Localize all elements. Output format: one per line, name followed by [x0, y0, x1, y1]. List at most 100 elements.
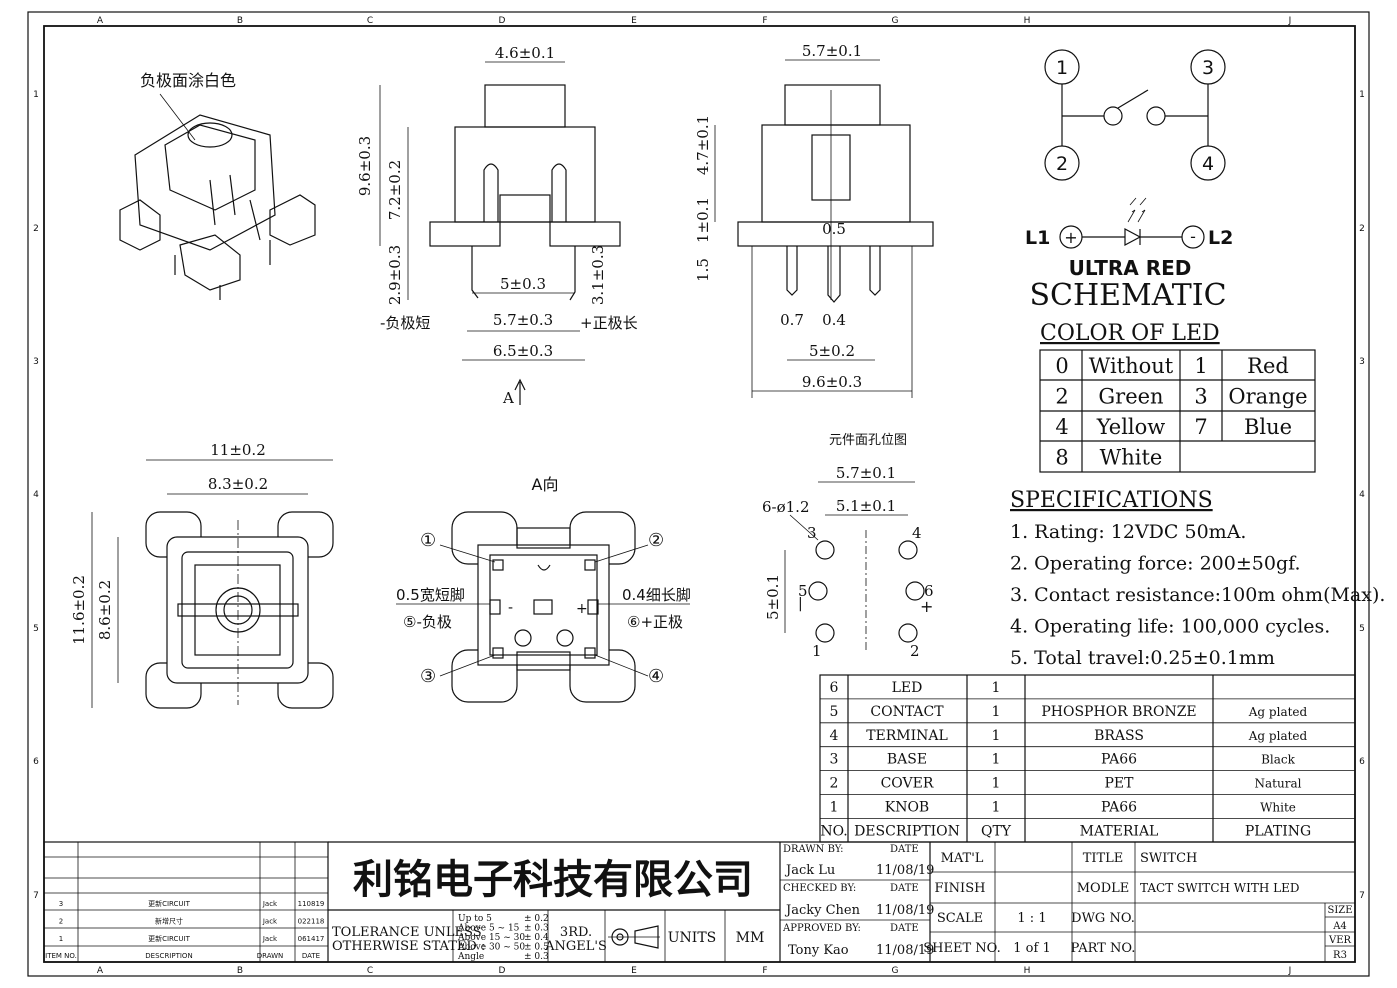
sheet-frame [27, 11, 1370, 977]
note-pin6: ⑥+正极 [627, 613, 683, 631]
bom-cell: White [1260, 801, 1296, 815]
bom-cell: KNOB [885, 800, 929, 816]
svg-text:+: + [920, 597, 933, 616]
finish-label: FINISH [935, 881, 986, 896]
bom-cell: PA66 [1101, 800, 1137, 816]
svg-text:|: | [798, 596, 803, 612]
grid-col-bottom: C [367, 966, 373, 976]
top-view: 11±0.2 8.3±0.2 11.6±0.2 8.6±0.2 [70, 441, 334, 709]
sch-l2: L2 [1208, 227, 1233, 249]
hole-p5: 5 [798, 582, 808, 600]
sch-l1: L1 [1025, 227, 1050, 249]
checked-date-label: DATE [890, 883, 919, 894]
tol-value: ± 0.5 [524, 943, 549, 953]
grid-row-left: 2 [33, 224, 39, 234]
rev-cell: 2 [59, 918, 63, 926]
bom-cell: 1 [992, 776, 1001, 792]
rev-cell: 110819 [298, 900, 325, 908]
led-table-cell: 2 [1055, 385, 1068, 409]
spec-item: 3. Contact resistance:100m ohm(Max). [1010, 584, 1385, 606]
dim-side-4-7: 4.7±0.1 [694, 115, 712, 175]
rev-cell: 1 [59, 935, 63, 943]
bom-cell: BRASS [1094, 728, 1144, 744]
bom-cell: 1 [992, 704, 1001, 720]
dim-side-9-6: 9.6±0.3 [802, 373, 862, 391]
dwg-label: DWG NO. [1071, 911, 1135, 926]
bom-cell: 3 [830, 752, 839, 768]
dim-hole-5-1: 5.1±0.1 [836, 497, 896, 515]
rev-cell: 更新CIRCUIT [148, 934, 191, 943]
bom-header-cell: PLATING [1245, 823, 1311, 839]
led-table-cell: 8 [1055, 446, 1068, 470]
front-view: 4.6±0.1 9.6±0.3 7.2±0.2 2.9±0.3 5±0.3 3.… [356, 44, 638, 407]
tol-range: Angle [457, 952, 484, 962]
part-label: PART NO. [1071, 941, 1136, 956]
bom-cell: Ag plated [1248, 705, 1308, 719]
grid-col-top: B [237, 16, 243, 26]
rev-cell: 061417 [298, 935, 325, 943]
grid-col-top: E [631, 16, 637, 26]
rev-cell: 更新CIRCUIT [148, 899, 191, 908]
drawn-date: 11/08/19 [876, 863, 934, 878]
grid-col-bottom: A [97, 966, 104, 976]
bom-cell: 1 [992, 752, 1001, 768]
svg-text:-: - [1190, 227, 1196, 246]
bom-cell: 1 [992, 800, 1001, 816]
rev-cell: Jack [262, 935, 278, 943]
grid-col-bottom: E [631, 966, 637, 976]
rev-cell: 022118 [298, 918, 325, 926]
led-table-cell: Green [1098, 385, 1163, 409]
rev-cell: Jack [262, 900, 278, 908]
callout-2: ② [648, 530, 664, 551]
led-table-cell: 7 [1194, 415, 1207, 439]
sch-led-label: ULTRA RED [1069, 256, 1192, 280]
led-table-cell: Blue [1244, 415, 1292, 439]
note-long-pin: 0.4细长脚 [622, 586, 691, 604]
led-table-cell: 1 [1194, 354, 1207, 378]
spec-title: SPECIFICATIONS [1010, 488, 1213, 513]
hole-p2: 2 [910, 642, 920, 660]
drawn-name: Jack Lu [784, 863, 835, 878]
checked-name: Jacky Chen [784, 903, 861, 918]
bom-cell: 4 [830, 728, 839, 744]
led-table-cell: 4 [1055, 415, 1068, 439]
drawn-date-label: DATE [890, 844, 919, 855]
grid-row-right: 1 [1359, 90, 1365, 100]
approved-date-label: DATE [890, 923, 919, 934]
dim-5-7: 5.7±0.3 [493, 311, 553, 329]
hole-p4: 4 [912, 524, 922, 542]
callout-4: ④ [648, 666, 664, 687]
tol-label-1: TOLERANCE UNLESS [332, 925, 482, 940]
rev-header-cell: DRAWN [257, 952, 284, 960]
note-short-pin: 0.5宽短脚 [396, 586, 465, 604]
projection-symbol [608, 925, 660, 949]
bom-cell: BASE [887, 752, 927, 768]
grid-col-bottom: D [499, 966, 506, 976]
dim-top-11: 11±0.2 [210, 441, 266, 459]
sch-pin-1: 1 [1056, 57, 1068, 79]
tol-value: ± 0.2 [524, 914, 549, 924]
sch-pin-2: 2 [1056, 153, 1068, 175]
view-a: A向 - + ① ② ③ ④ 0.5宽短脚 ⑤-负极 0.4细长脚 ⑥+正极 [396, 475, 691, 703]
tol-range: Up to 5 [458, 914, 492, 924]
hole-p1: 1 [812, 642, 822, 660]
dim-hole-6phi: 6-ø1.2 [762, 498, 810, 516]
grid-col-bottom: F [762, 966, 767, 976]
bom-cell: 1 [830, 800, 839, 816]
bom-cell: 6 [830, 680, 839, 696]
tol-range: Above 15 ~ 30 [457, 933, 525, 943]
note-pin5: ⑤-负极 [403, 613, 452, 631]
grid-col-bottom: G [892, 966, 899, 976]
hole-layout-title: 元件面孔位图 [829, 433, 907, 448]
grid-row-right: 2 [1359, 224, 1365, 234]
led-table-cell: 0 [1055, 354, 1068, 378]
dim-hole-5-7: 5.7±0.1 [836, 464, 896, 482]
bom-cell: 1 [992, 680, 1001, 696]
dim-top-8-6: 8.6±0.2 [96, 580, 114, 640]
dim-side-0-4: 0.4 [822, 311, 846, 329]
side-view: 5.7±0.1 4.7±0.1 1±0.1 1.5 0.5 0.7 0.4 5±… [694, 42, 934, 398]
spec-item: 5. Total travel:0.25±0.1mm [1010, 647, 1275, 669]
